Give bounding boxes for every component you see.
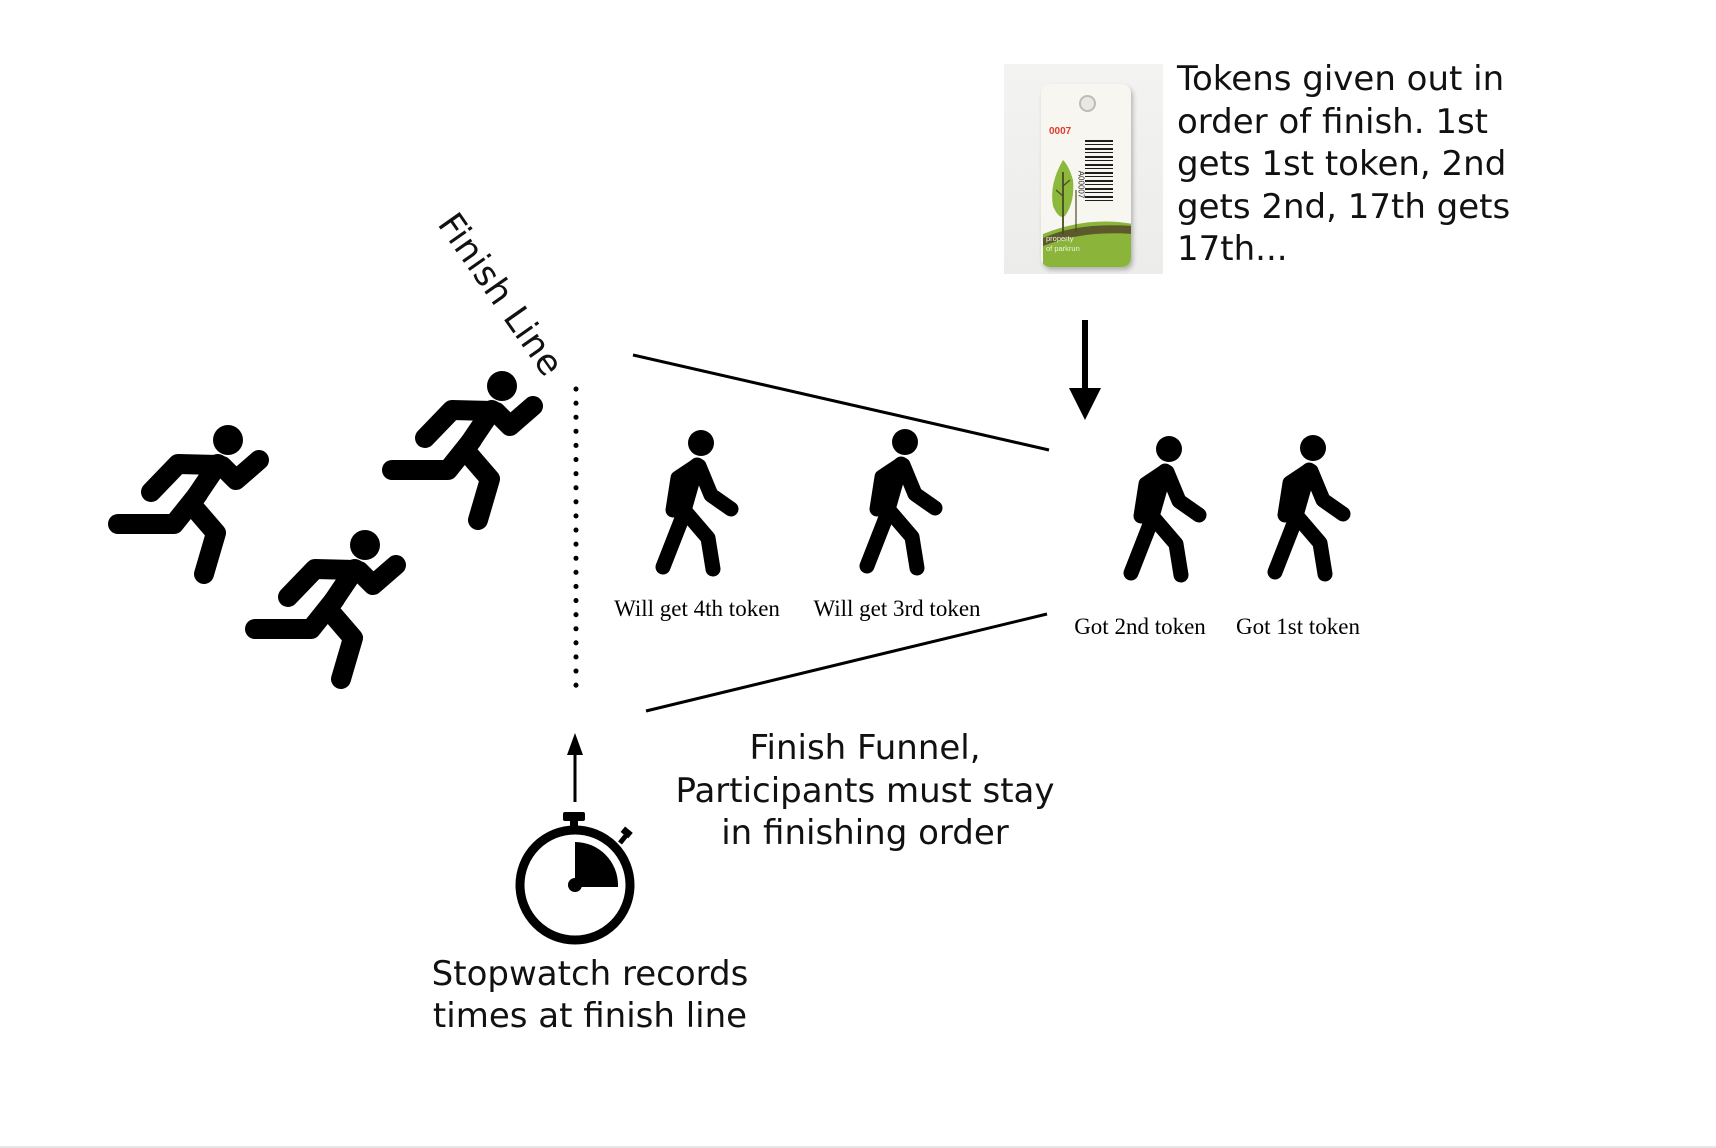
walker-label-1st: Got 1st token (1236, 614, 1360, 639)
arrow-down-icon (1069, 320, 1101, 420)
tag-hole (1079, 95, 1096, 112)
token-number: 0007 (1049, 126, 1072, 137)
walker-icon-1st (1275, 435, 1343, 574)
tree-logo-icon (1043, 160, 1131, 267)
runner-icon-leading (392, 371, 533, 520)
bottom-divider (0, 1146, 1716, 1148)
walker-label-2nd: Got 2nd token (1074, 614, 1206, 639)
stopwatch-caption: Stopwatch records times at finish line (431, 954, 749, 1036)
walker-icon-3rd (867, 429, 935, 568)
token-note: Tokens given out in order of finish. 1st… (1177, 59, 1511, 269)
funnel-top-line (632, 353, 1050, 452)
runner-icon-bottom (255, 530, 396, 679)
token-tag: 0007 A00007 property of parkrun (1041, 84, 1131, 267)
stopwatch-icon (515, 812, 635, 945)
funnel-caption: Finish Funnel, Participants must stay in… (675, 728, 1055, 853)
token-photo: 0007 A00007 property of parkrun (1004, 64, 1163, 274)
token-footer: property of parkrun (1046, 234, 1080, 253)
walker-icon-2nd (1131, 436, 1199, 575)
funnel-bottom-line (645, 612, 1048, 713)
runner-icon-left (118, 425, 259, 574)
walker-label-4th: Will get 4th token (614, 596, 780, 621)
walker-icon-4th (663, 430, 731, 569)
barcode-icon (1085, 140, 1113, 202)
walker-label-3rd: Will get 3rd token (813, 596, 981, 621)
arrow-up-icon (567, 733, 583, 802)
